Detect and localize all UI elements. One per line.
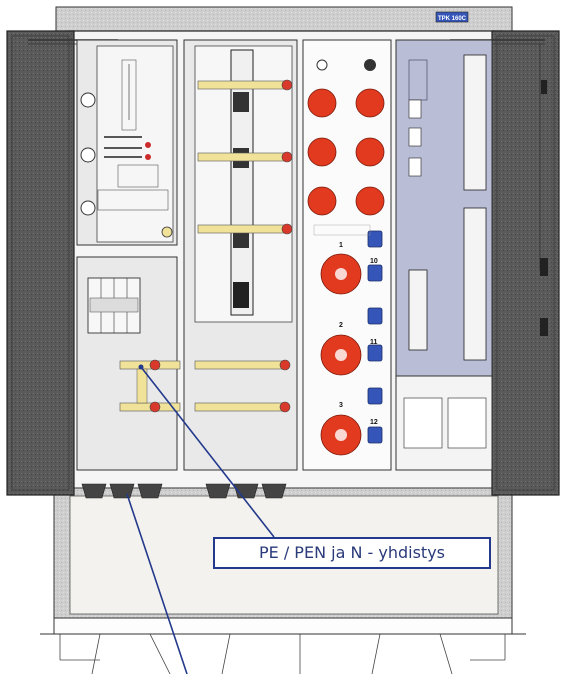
socket-number-11: 11 bbox=[370, 339, 378, 346]
callout-leader-lines bbox=[126, 366, 275, 675]
socket-number-12: 12 bbox=[370, 419, 378, 426]
socket-number-3: 3 bbox=[339, 402, 343, 409]
blue-sockets bbox=[367, 230, 383, 444]
breaker-panel bbox=[395, 39, 493, 471]
small-red-sockets bbox=[307, 88, 385, 216]
right-door bbox=[450, 30, 560, 496]
pe-pen-n-callout: PE / PEN ja N - yhdistys bbox=[213, 537, 491, 569]
fuse-section bbox=[183, 39, 298, 471]
plinth bbox=[40, 617, 526, 675]
model-plate bbox=[435, 11, 469, 23]
callout-anchor bbox=[138, 364, 144, 370]
left-door bbox=[6, 30, 118, 496]
cable-glands bbox=[81, 483, 287, 499]
model-plate-text: TPK 160C bbox=[438, 16, 467, 22]
pen-terminal-section bbox=[76, 256, 181, 471]
meter-section bbox=[76, 39, 178, 246]
socket-number-1: 1 bbox=[339, 242, 343, 249]
socket-panel: 1 2 3 10 11 12 bbox=[302, 39, 392, 471]
socket-number-10: 10 bbox=[370, 258, 378, 265]
socket-number-2: 2 bbox=[339, 322, 343, 329]
